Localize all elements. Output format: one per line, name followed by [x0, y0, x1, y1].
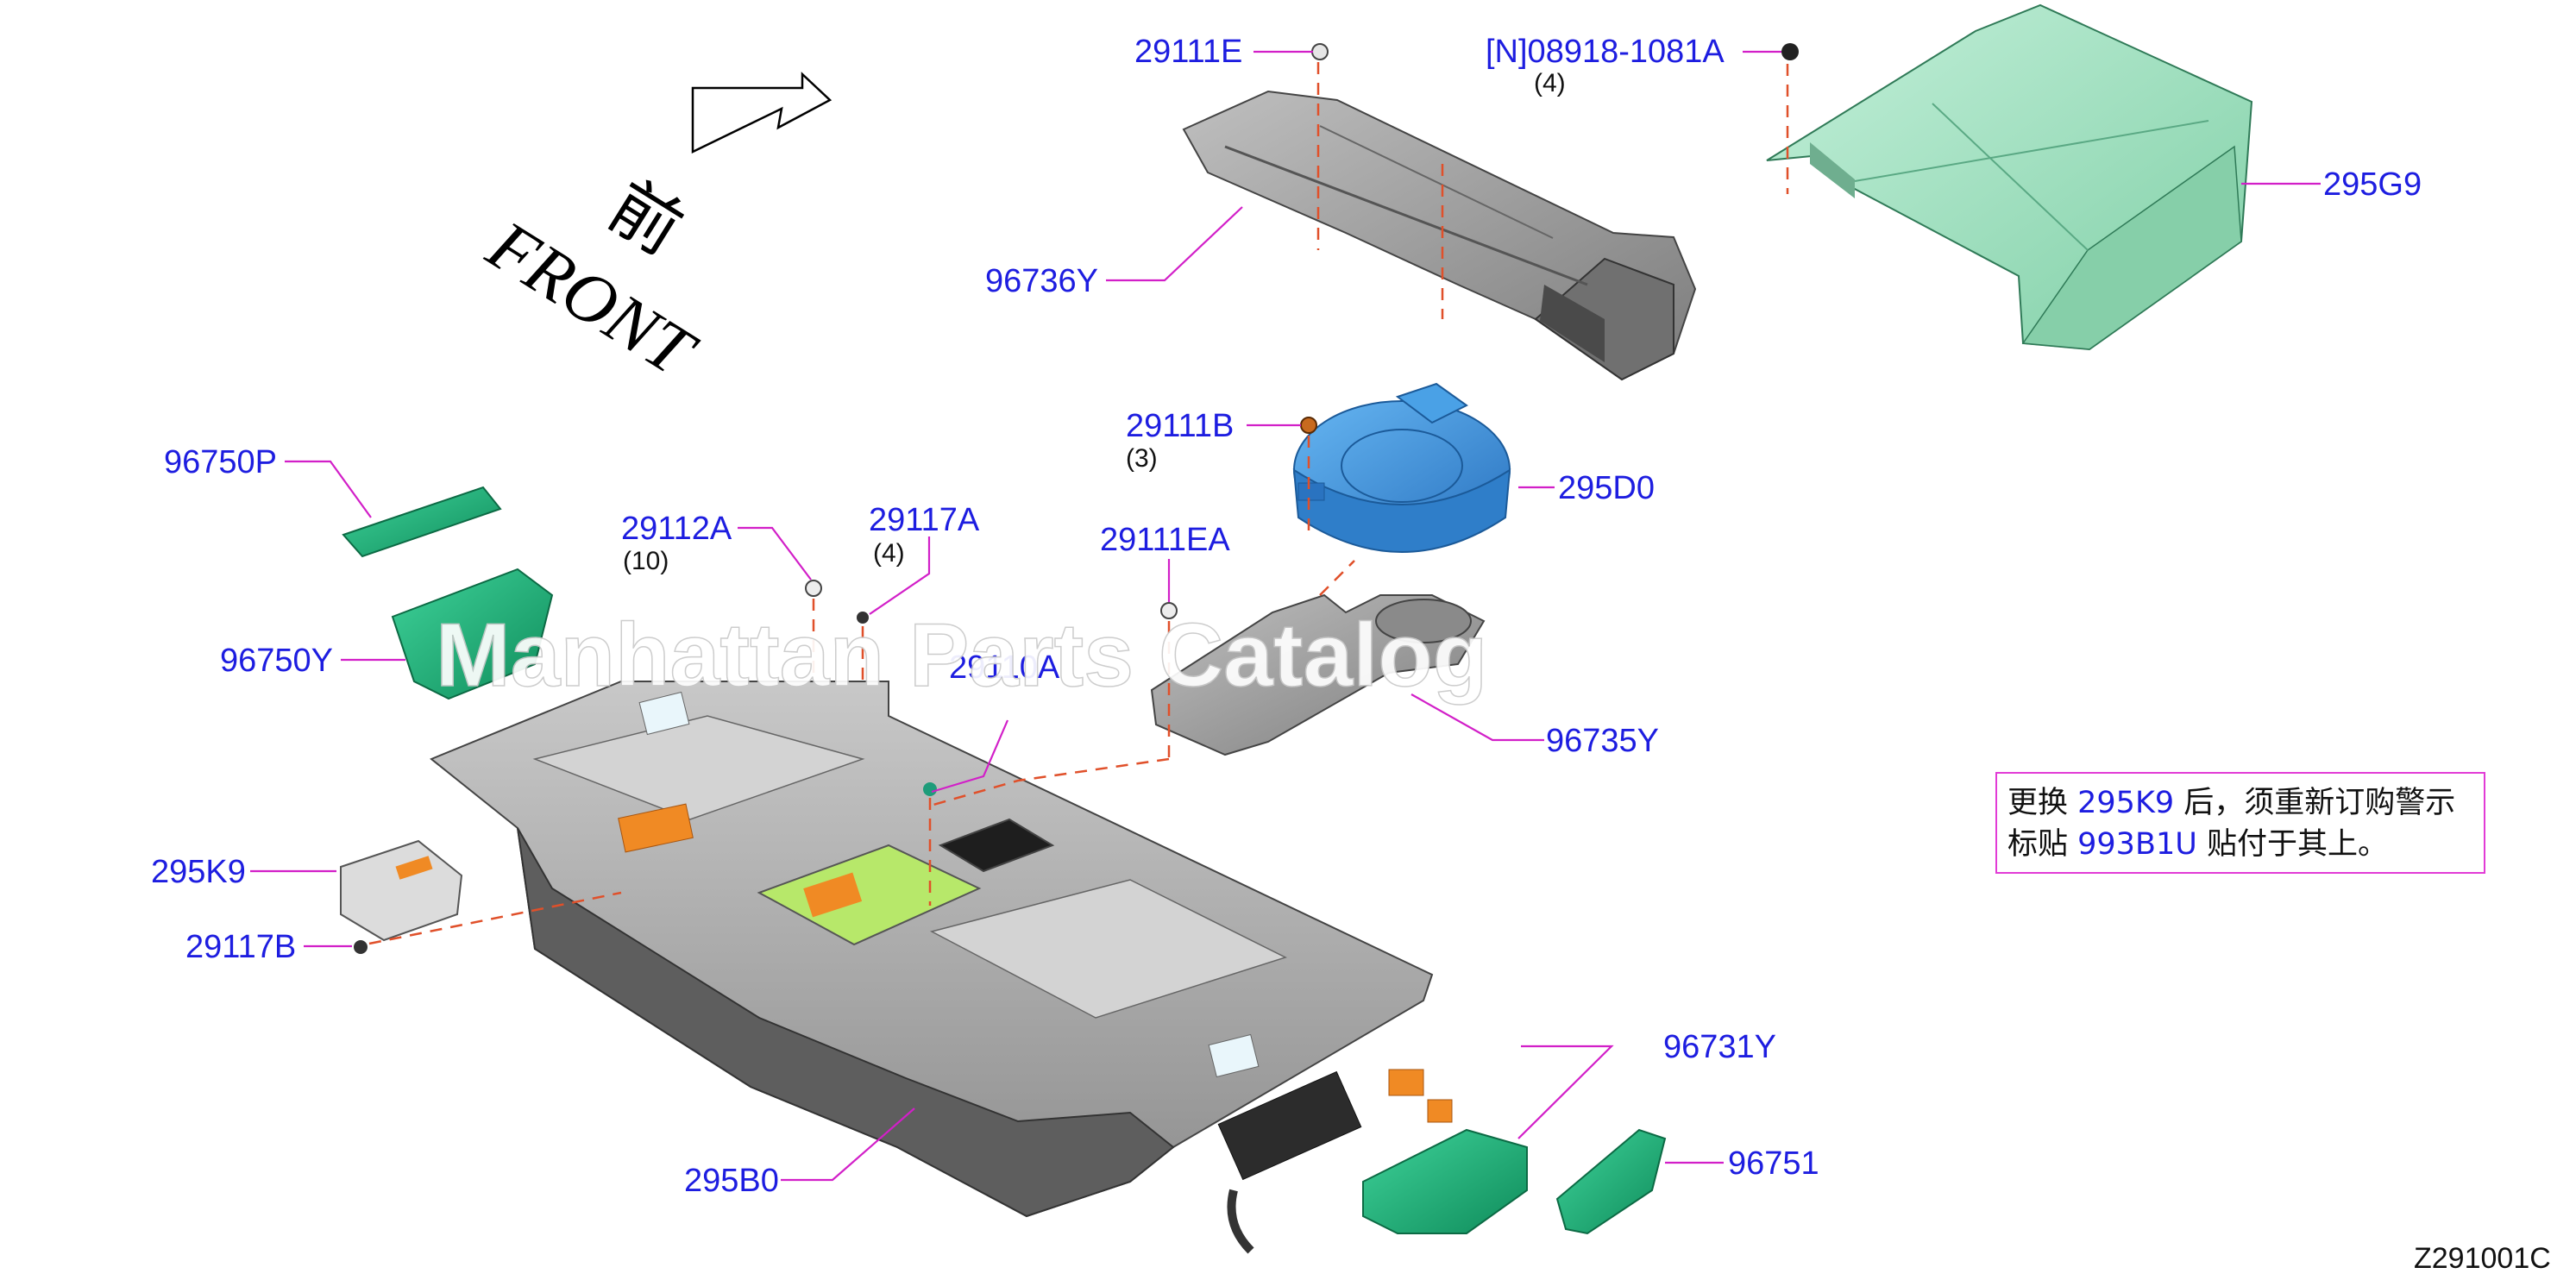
- callout-29111E[interactable]: 29111E: [1134, 34, 1242, 70]
- module-295K9-part: [340, 839, 463, 942]
- front-arrow-icon: [691, 72, 832, 154]
- callout-96731Y[interactable]: 96731Y: [1663, 1029, 1776, 1065]
- note-part-link-295K9[interactable]: 295K9: [2077, 786, 2175, 820]
- callout-29111B[interactable]: 29111B: [1126, 408, 1234, 444]
- bolt-29117B-icon: [354, 940, 368, 954]
- callout-29111EA[interactable]: 29111EA: [1100, 522, 1230, 558]
- callout-295D0[interactable]: 295D0: [1558, 470, 1655, 506]
- note-text-3: 标贴: [2007, 827, 2078, 862]
- callout-96750Y-obscured[interactable]: 96750Y: [220, 643, 333, 679]
- blower-fan-295D0-part: [1292, 382, 1511, 553]
- front-label-cn: 前: [595, 169, 694, 270]
- figure-code: Z291001C: [2414, 1242, 2551, 1275]
- callout-29117A[interactable]: 29117A: [869, 502, 980, 538]
- note-text-2: 后，须重新订购警示: [2174, 786, 2456, 820]
- part-callout-labels: 29111E [N]08918-1081A (4) 295G9 96736Y 2…: [151, 34, 2422, 1199]
- callout-29111B-qty: (3): [1126, 444, 1158, 473]
- bolt-29117A-icon: [857, 612, 869, 624]
- callout-96735Y[interactable]: 96735Y: [1546, 723, 1659, 759]
- bolt-29111E-icon: [1311, 43, 1329, 60]
- callout-29117A-qty: (4): [873, 539, 905, 568]
- callout-96750P[interactable]: 96750P: [164, 444, 277, 480]
- note-text-1: 更换: [2007, 786, 2078, 820]
- callout-29112A[interactable]: 29112A: [621, 511, 732, 547]
- note-text-4: 贴付于其上。: [2196, 827, 2388, 862]
- note-part-link-993B1U[interactable]: 993B1U: [2077, 827, 2197, 862]
- replacement-note-box: 更换 295K9 后，须重新订购警示 标贴 993B1U 贴付于其上。: [1995, 772, 2485, 874]
- callout-08918-qty: (4): [1534, 69, 1566, 97]
- bracket-96751-part: [1555, 1128, 1667, 1235]
- callout-96751[interactable]: 96751: [1728, 1145, 1819, 1182]
- bolt-29112A-icon: [805, 580, 822, 597]
- callout-295G9[interactable]: 295G9: [2323, 166, 2422, 203]
- bracket-96731Y-part: [1362, 1128, 1528, 1234]
- callout-96736Y[interactable]: 96736Y: [985, 263, 1098, 299]
- heat-shield-295G9-part: [1766, 3, 2253, 351]
- nut-08918-icon: [1781, 43, 1799, 60]
- air-duct-96736Y-part: [1182, 90, 1697, 381]
- duct-bracket-96735Y-part: [1150, 593, 1486, 756]
- bracket-96750Y-part: [391, 568, 554, 700]
- battery-pack-295B0-part: [430, 681, 1453, 1254]
- callout-29110A-obscured[interactable]: 29110A: [949, 649, 1060, 686]
- nut-29111B-icon: [1300, 417, 1317, 434]
- bracket-96750P-part: [342, 486, 502, 558]
- callout-08918-1081A[interactable]: [N]08918-1081A: [1486, 34, 1725, 70]
- callout-leader-lines: [250, 50, 2321, 1182]
- front-direction-indicator: 前 FRONT: [474, 72, 832, 393]
- bolt-29110A-icon: [923, 782, 937, 796]
- assembly-dashed-lines: [368, 62, 1789, 945]
- watermark-text: Manhattan Parts Catalog: [436, 605, 1487, 706]
- bolt-29111EA-icon: [1160, 602, 1178, 619]
- callout-29112A-qty: (10): [623, 547, 669, 575]
- callout-295K9[interactable]: 295K9: [151, 854, 246, 890]
- callout-295B0[interactable]: 295B0: [684, 1163, 779, 1199]
- callout-29117B[interactable]: 29117B: [185, 929, 296, 965]
